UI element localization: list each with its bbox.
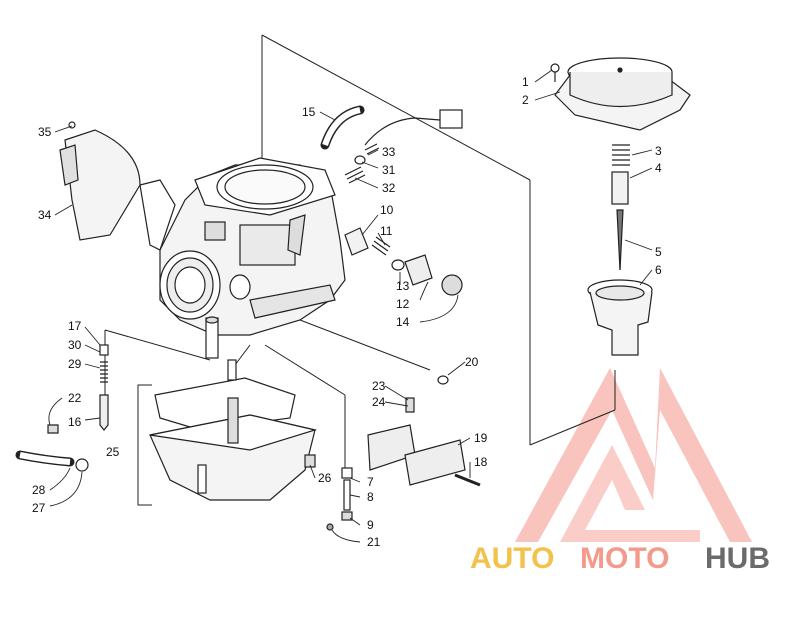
callout-21: 21 xyxy=(367,535,381,549)
watermark-auto: AUTO xyxy=(470,542,554,575)
callout-26: 26 xyxy=(318,471,332,485)
logo-inner xyxy=(560,445,700,542)
callout-8: 8 xyxy=(367,490,374,504)
callout-31: 31 xyxy=(382,163,396,177)
callout-7: 7 xyxy=(367,475,374,489)
callout-33: 33 xyxy=(382,145,396,159)
watermark-logo xyxy=(515,368,752,542)
pilot-screw-group xyxy=(344,227,463,296)
watermark-hub: HUB xyxy=(705,542,770,575)
callout-18: 18 xyxy=(474,455,488,469)
callout-labels: 1 2 3 4 5 6 7 8 9 10 11 12 13 14 15 16 1… xyxy=(32,75,662,549)
top-cover xyxy=(550,57,691,131)
callout-32: 32 xyxy=(382,181,396,195)
callout-20: 20 xyxy=(465,355,479,369)
callout-30: 30 xyxy=(68,338,82,352)
frame-lines xyxy=(104,34,616,506)
leader-lines xyxy=(48,69,653,543)
callout-1: 1 xyxy=(522,75,529,89)
callout-22: 22 xyxy=(68,391,82,405)
callout-13: 13 xyxy=(396,279,410,293)
callout-14: 14 xyxy=(396,315,410,329)
callout-19: 19 xyxy=(474,431,488,445)
callout-2: 2 xyxy=(522,93,529,107)
callout-5: 5 xyxy=(655,245,662,259)
callout-15: 15 xyxy=(302,105,316,119)
callout-24: 24 xyxy=(372,395,386,409)
small-parts xyxy=(15,344,481,531)
callout-4: 4 xyxy=(655,161,662,175)
callout-27: 27 xyxy=(32,501,46,515)
callout-9: 9 xyxy=(367,518,374,532)
watermark-text: AUTO MOTO HUB xyxy=(470,542,770,575)
callout-16: 16 xyxy=(68,415,82,429)
callout-3: 3 xyxy=(655,144,662,158)
carburetor-body xyxy=(139,157,346,359)
side-cover xyxy=(59,121,141,241)
callout-10: 10 xyxy=(380,203,394,217)
callout-28: 28 xyxy=(32,483,46,497)
callout-6: 6 xyxy=(655,263,662,277)
callout-25: 25 xyxy=(106,445,120,459)
callout-35: 35 xyxy=(38,125,52,139)
callout-29: 29 xyxy=(68,357,82,371)
callout-34: 34 xyxy=(38,208,52,222)
watermark-moto: MOTO xyxy=(580,542,669,575)
callout-11: 11 xyxy=(380,224,393,238)
float-bowl xyxy=(149,359,318,501)
slide-parts xyxy=(587,144,653,356)
logo-triangle xyxy=(515,368,752,542)
callout-12: 12 xyxy=(396,297,410,311)
callout-23: 23 xyxy=(372,379,386,393)
callout-17: 17 xyxy=(68,319,82,333)
